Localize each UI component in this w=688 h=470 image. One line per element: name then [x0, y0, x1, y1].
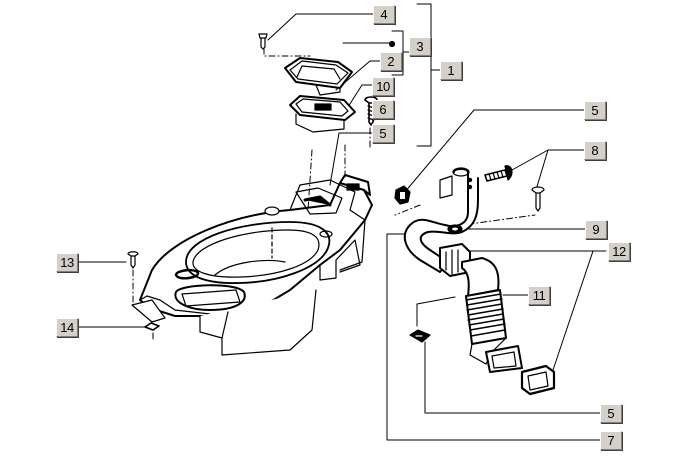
- callout-9[interactable]: 9: [585, 220, 607, 239]
- callout-4[interactable]: 4: [373, 5, 395, 24]
- leader-2: [335, 60, 381, 91]
- part-helmet-compartment: [131, 174, 373, 356]
- callout-12[interactable]: 12: [608, 242, 630, 261]
- callout-8[interactable]: 8: [584, 141, 606, 160]
- leader-7: [386, 233, 605, 441]
- part-frame-10: [289, 95, 356, 133]
- part-screw-4: [258, 33, 268, 50]
- part-lid-2: [284, 57, 353, 96]
- callout-7[interactable]: 7: [600, 431, 622, 450]
- leader-5a: [329, 132, 379, 186]
- leader-5c-branch: [416, 296, 456, 327]
- bracket-1: [416, 3, 432, 147]
- callout-13[interactable]: 13: [56, 253, 78, 272]
- callout-5-lower[interactable]: 5: [600, 404, 622, 423]
- part-screw-8a: [484, 165, 513, 182]
- leader-12b: [552, 250, 594, 371]
- leader-4: [267, 13, 383, 41]
- leader-5b: [403, 109, 585, 194]
- callout-1[interactable]: 1: [440, 61, 462, 80]
- callout-11[interactable]: 11: [528, 286, 550, 305]
- callout-5-right[interactable]: 5: [584, 101, 606, 120]
- leader-3-dot: [388, 40, 396, 48]
- callout-6[interactable]: 6: [372, 100, 394, 119]
- leader-8b: [535, 149, 549, 191]
- part-screw-8b: [531, 186, 545, 212]
- part-screw-13: [127, 251, 139, 269]
- part-clipnut-14: [144, 322, 160, 331]
- leader-5c: [424, 341, 605, 414]
- callout-3[interactable]: 3: [409, 37, 431, 56]
- part-bellows-11: [461, 257, 523, 373]
- callout-14[interactable]: 14: [56, 318, 78, 337]
- bracket-3: [391, 30, 404, 76]
- part-clipnut-5c: [409, 329, 431, 343]
- callout-5-upper[interactable]: 5: [372, 124, 394, 143]
- part-intake-pipe-7: [403, 167, 479, 277]
- callout-2[interactable]: 2: [380, 52, 402, 71]
- leader-lines: [76, 3, 607, 441]
- leader-8: [511, 149, 585, 171]
- part-seal-12: [520, 364, 556, 396]
- part-clipnut-5b: [394, 185, 411, 205]
- callout-10[interactable]: 10: [372, 77, 394, 96]
